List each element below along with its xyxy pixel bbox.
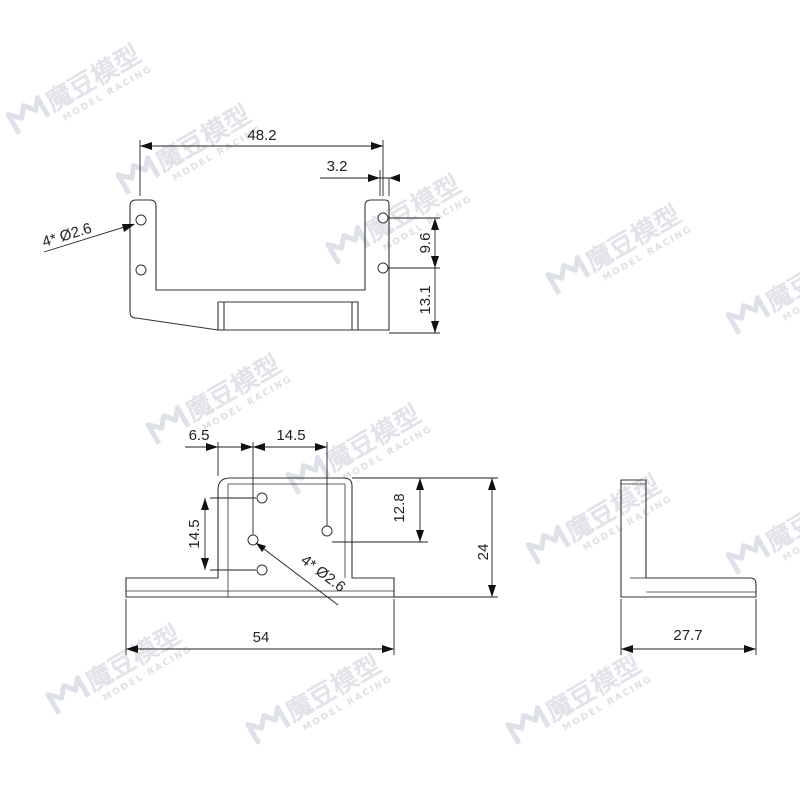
side-view-outline (620, 479, 757, 598)
top-view-hole (135, 264, 147, 276)
front-view-hole (256, 564, 268, 576)
top-view-outline (129, 199, 390, 331)
front-view-hole (321, 525, 333, 537)
front-view-hole (256, 492, 268, 504)
top-view-hole (377, 212, 389, 224)
dim-label-14-5-v: 14.5 (186, 519, 203, 548)
dim-label-48-2: 48.2 (247, 127, 276, 144)
leader-front-hole (255, 542, 339, 606)
side-view: 27.7 (620, 479, 757, 655)
watermark-logo-icon (115, 155, 161, 195)
dim-label-12-8: 12.8 (391, 493, 408, 522)
watermark-logo-icon (145, 405, 191, 445)
dim-label-14-5-h: 14.5 (276, 427, 305, 444)
hole-label-front: 4* Ø2.6 (298, 552, 349, 596)
dim-label-3-2: 3.2 (327, 158, 348, 175)
dim-label-24: 24 (475, 544, 492, 561)
leader-top-hole (43, 223, 135, 253)
watermark-logo-icon (725, 535, 771, 575)
dim-label-27-7: 27.7 (673, 627, 702, 644)
watermark-logo-icon (245, 705, 291, 745)
dim-label-6-5: 6.5 (189, 427, 210, 444)
watermark-logo-icon (285, 455, 331, 495)
top-view-lower-block (217, 301, 359, 330)
dim-label-9-6: 9.6 (417, 233, 434, 254)
watermark-logo-icon (325, 225, 371, 265)
watermark-logo-icon (725, 295, 771, 335)
watermark-logo-icon (525, 525, 571, 565)
watermark-logo-icon (505, 705, 551, 745)
watermark-logo-icon (545, 255, 591, 295)
front-view: 6.5 14.5 14.5 12.8 24 4* Ø2.6 54 (125, 427, 498, 655)
watermark-logo-icon (45, 675, 91, 715)
watermark-brand: 魔豆模型 (761, 480, 800, 558)
hole-label-top: 4* Ø2.6 (40, 220, 94, 251)
watermark-logo-icon (5, 95, 51, 135)
dim-label-54: 54 (253, 629, 270, 646)
watermark-brand: 魔豆模型 (761, 240, 800, 318)
front-view-outline (125, 477, 395, 598)
dim-label-13-1: 13.1 (417, 285, 434, 314)
top-view-hole (377, 262, 389, 274)
top-view-hole (135, 214, 147, 226)
